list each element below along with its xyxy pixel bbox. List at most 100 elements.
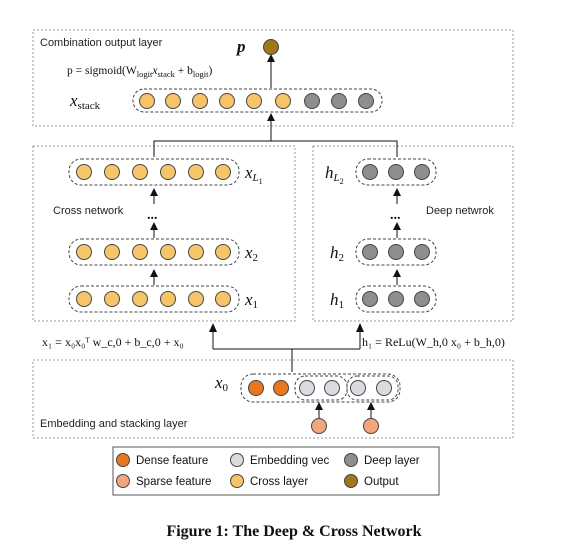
x0-label: x0	[214, 373, 229, 394]
connector-arrowhead	[267, 113, 275, 121]
deep-network-label: Deep netwrok	[426, 205, 494, 217]
cross-node	[104, 291, 120, 307]
output-formula: p = sigmoid(Wlogitxstack + blogit)	[67, 65, 213, 79]
legend-label-cross: Cross layer	[250, 476, 308, 488]
legend-box	[112, 446, 440, 496]
cross-ellipsis: ...	[147, 208, 158, 223]
cross-node	[104, 164, 120, 180]
deep-node	[362, 244, 378, 260]
deep-node	[388, 291, 404, 307]
cross-layer-L1-box	[68, 158, 240, 186]
cross-node	[132, 164, 148, 180]
embedding-to-networks-connector	[212, 328, 361, 372]
deep-network-box	[312, 145, 514, 322]
legend-swatch-sparse	[116, 474, 130, 488]
legend-swatch-cross	[230, 474, 244, 488]
legend-label-dense: Dense feature	[136, 455, 208, 467]
stack-nodes	[139, 93, 374, 109]
deep-layer-1-label: h1	[330, 290, 344, 311]
legend-label-output: Output	[364, 476, 399, 488]
legend-swatch-output	[344, 474, 358, 488]
stack-layer-box	[132, 88, 383, 113]
stack-node	[192, 93, 208, 109]
embedding-node	[350, 380, 366, 396]
deep-layer-2-label: h2	[330, 243, 344, 264]
sparse-node	[363, 418, 379, 434]
cross-network-box	[32, 145, 296, 322]
cross-node	[215, 244, 231, 260]
cross-node	[215, 291, 231, 307]
cross-node	[188, 291, 204, 307]
cross-node	[76, 164, 92, 180]
legend-swatch-dense	[116, 453, 130, 467]
embedding-label: Embedding and stacking layer	[40, 418, 188, 430]
stack-node	[139, 93, 155, 109]
deep-layer-L2-label: hL2	[325, 163, 344, 186]
stack-node	[358, 93, 374, 109]
embedding-vec-2-box	[346, 375, 399, 401]
legend-label-deep: Deep layer	[364, 455, 420, 467]
stack-node	[275, 93, 291, 109]
figure-caption: Figure 1: The Deep & Cross Network	[166, 523, 422, 540]
deep-node	[414, 164, 430, 180]
deep-node	[362, 164, 378, 180]
sparse-node	[311, 418, 327, 434]
deep-layer-L2-box	[355, 158, 437, 186]
deep-layer-2-box	[355, 238, 437, 266]
combination-output-box	[32, 29, 514, 127]
embedding-node	[376, 380, 392, 396]
deep-nodes	[362, 164, 430, 307]
cross-node	[76, 244, 92, 260]
combination-label: Combination output layer	[40, 37, 163, 49]
cross-node	[188, 244, 204, 260]
cross-node	[215, 164, 231, 180]
cross-node	[132, 291, 148, 307]
deep-layer-1-box	[355, 285, 437, 313]
legend-swatch-deep	[344, 453, 358, 467]
deep-formula: h₁ = ReLu(W_h,0 x₀ + b_h,0)	[362, 335, 505, 349]
deep-node	[362, 291, 378, 307]
x0-stack-box	[240, 373, 401, 403]
cross-layer-2-box	[68, 238, 240, 266]
cross-node	[160, 164, 176, 180]
deep-ellipsis: ...	[390, 208, 401, 223]
cross-input-arrowhead	[209, 323, 217, 332]
deep-node	[388, 244, 404, 260]
embedding-box	[32, 359, 514, 439]
cross-node	[160, 244, 176, 260]
stack-node	[219, 93, 235, 109]
cross-node	[160, 291, 176, 307]
embedding-node	[324, 380, 340, 396]
deep-input-arrowhead	[356, 323, 364, 332]
networks-to-stack-connector	[153, 115, 398, 157]
legend-label-embedding: Embedding vec	[250, 455, 330, 467]
cross-formula: x₁ = x₀x₀ᵀ w_c,0 + b_c,0 + x₀	[42, 335, 184, 349]
output-var: p	[235, 37, 246, 56]
cross-node	[132, 244, 148, 260]
stack-node	[165, 93, 181, 109]
output-node	[263, 39, 279, 55]
deep-node	[414, 291, 430, 307]
cross-node	[76, 291, 92, 307]
legend-label-sparse: Sparse feature	[136, 476, 211, 488]
cross-layer-L1-label: xL1	[244, 163, 263, 186]
stack-node	[246, 93, 262, 109]
cross-node	[188, 164, 204, 180]
embed-nodes	[248, 380, 392, 434]
deep-node	[388, 164, 404, 180]
dense-node	[273, 380, 289, 396]
cross-layer-2-label: x2	[244, 243, 258, 264]
dense-node	[248, 380, 264, 396]
cross-nodes	[76, 164, 231, 307]
cross-layer-1-box	[68, 285, 240, 313]
cross-network-label: Cross network	[53, 205, 124, 217]
deep-node	[414, 244, 430, 260]
legend-items: Dense feature Embedding vec Deep layerSpar…	[116, 453, 420, 488]
cross-layer-1-label: x1	[244, 290, 258, 311]
embedding-node	[299, 380, 315, 396]
stack-var: xstack	[69, 91, 101, 112]
cross-node	[104, 244, 120, 260]
stack-node	[304, 93, 320, 109]
legend-swatch-embedding	[230, 453, 244, 467]
